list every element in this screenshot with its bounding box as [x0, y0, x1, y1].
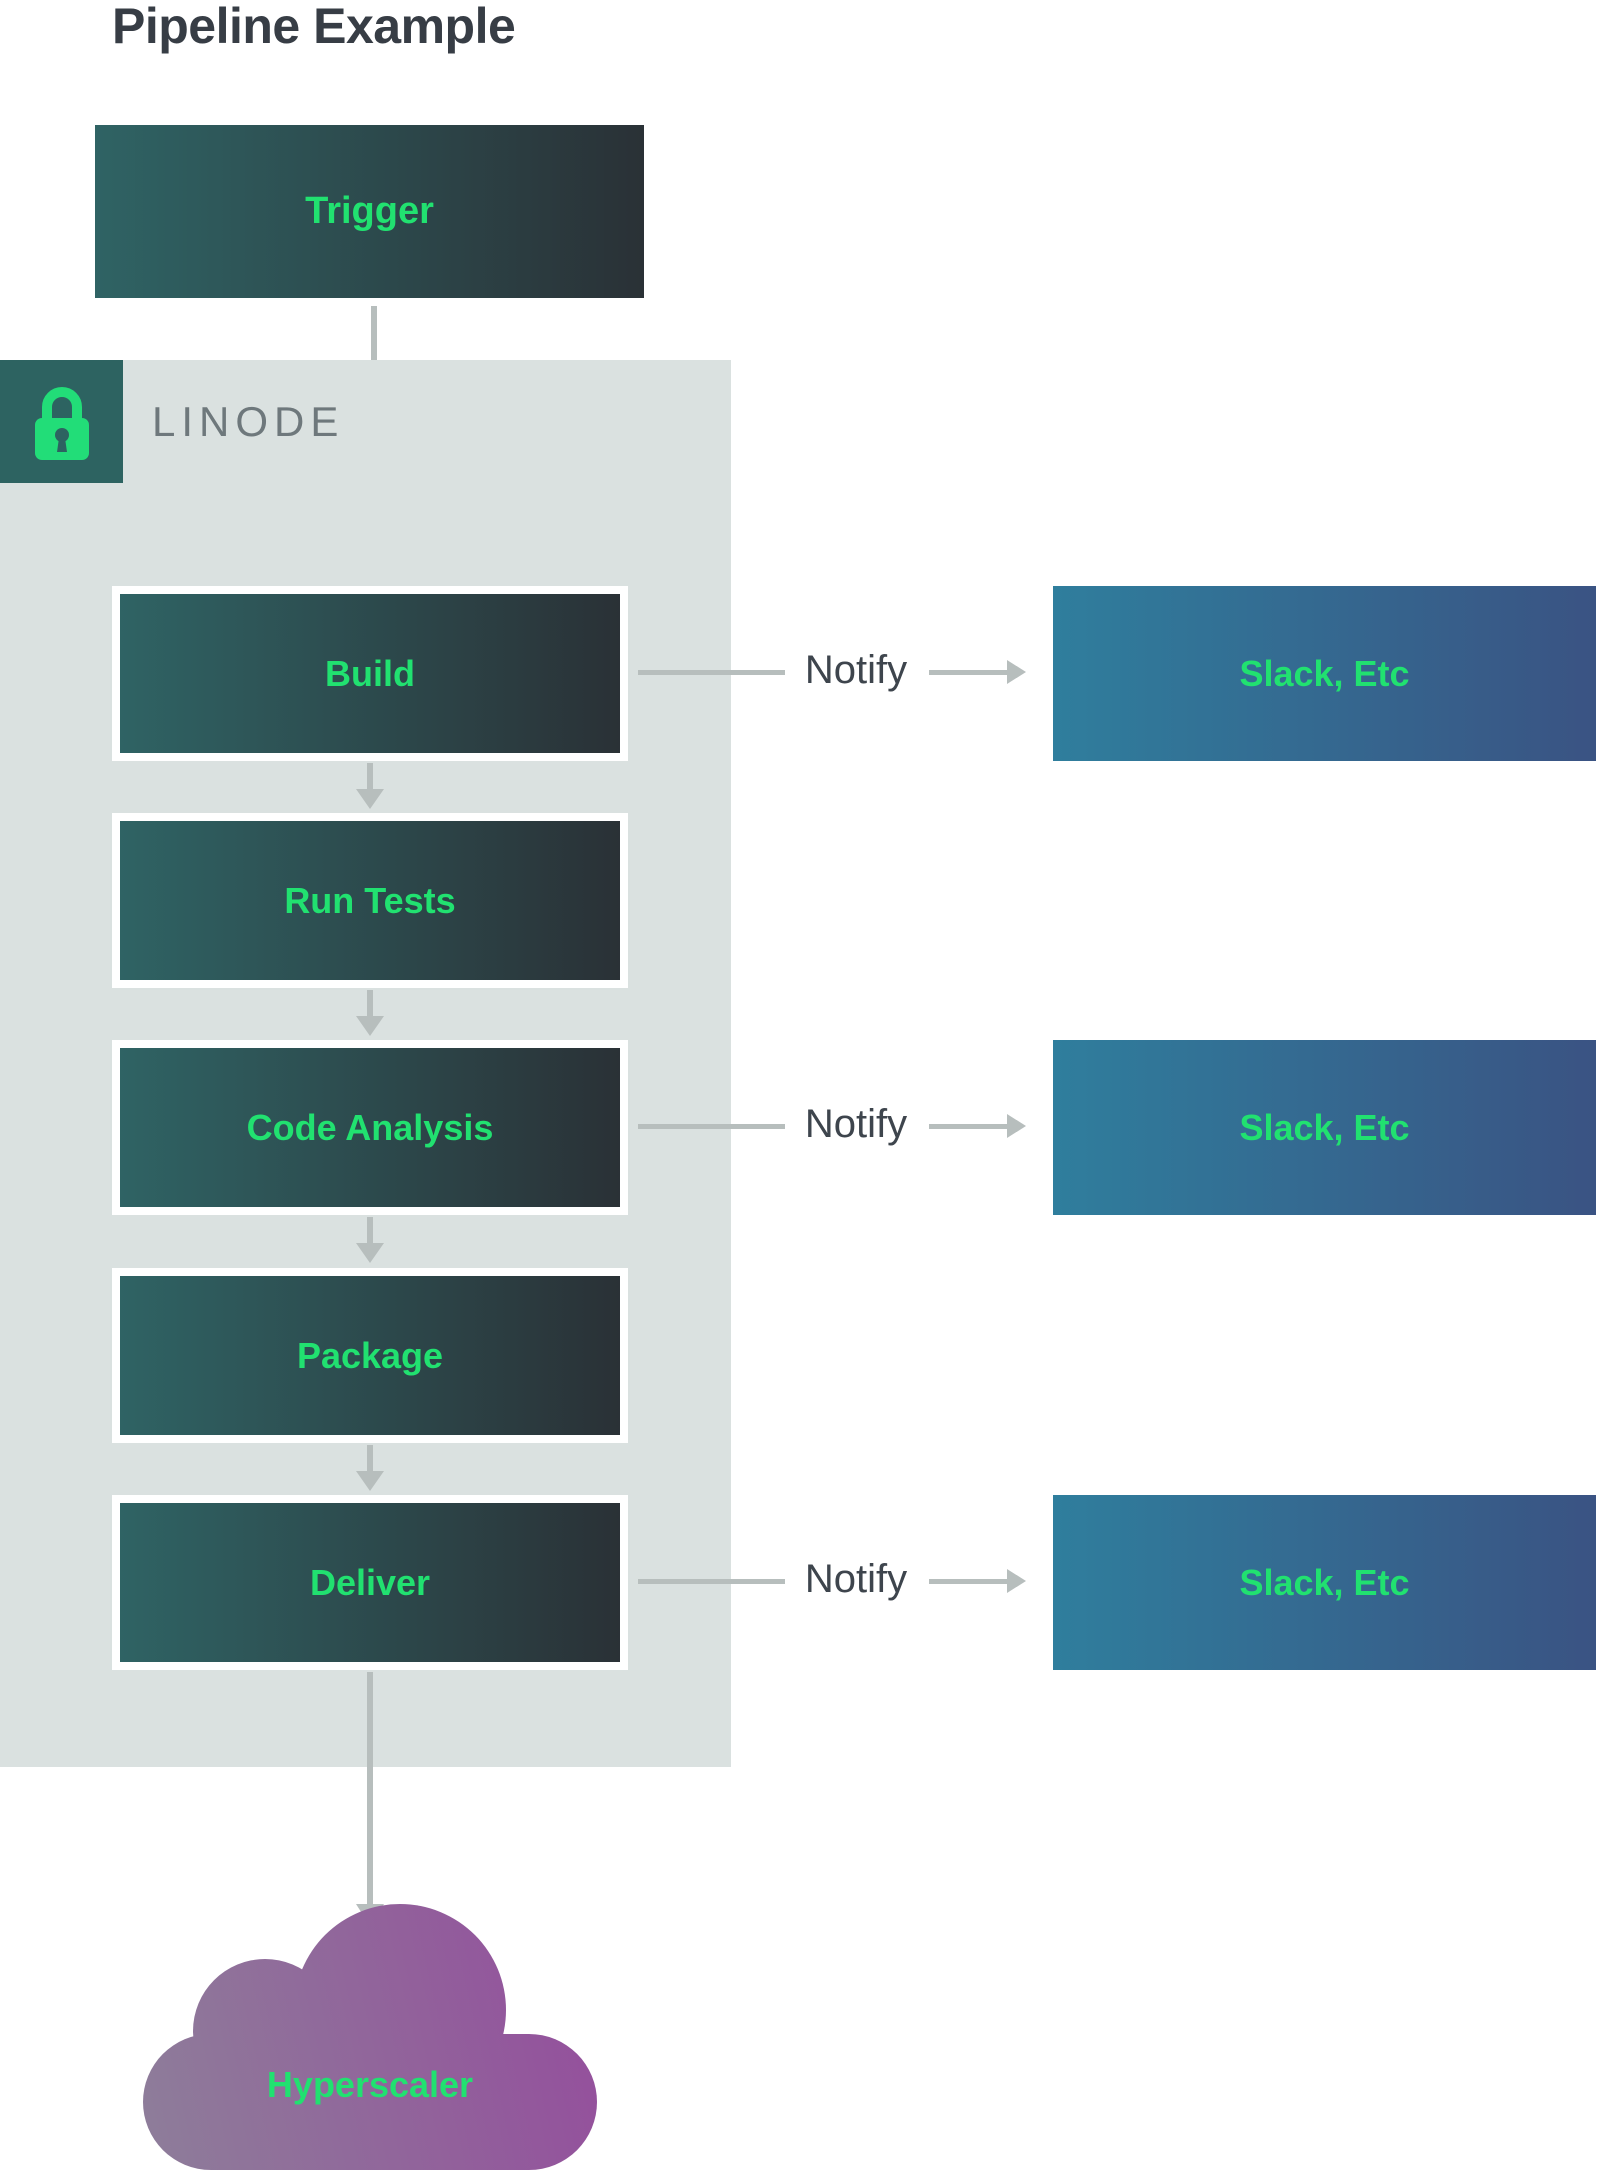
- lock-icon: [34, 386, 89, 460]
- notify-label-deliver: Notify: [804, 1557, 908, 1601]
- stage-box-build-inner: Build: [120, 594, 620, 753]
- notification-target-label: Slack, Etc: [1239, 1106, 1410, 1148]
- notify-line-code-analysis: [638, 1124, 785, 1129]
- linode-panel-label: LINODE: [152, 398, 345, 445]
- arrowhead-down-icon: [356, 789, 384, 809]
- stage-box-code-analysis-inner: Code Analysis: [120, 1048, 620, 1207]
- stage-label: Run Tests: [284, 879, 456, 921]
- lock-badge: [0, 360, 123, 483]
- notify-label-build: Notify: [804, 648, 908, 692]
- stage-box-code-analysis: Code Analysis: [112, 1040, 628, 1215]
- notification-target-box-build: Slack, Etc: [1053, 586, 1596, 761]
- cloud-label: Hyperscaler: [266, 2064, 474, 2105]
- arrowhead-right-icon: [1007, 1114, 1026, 1138]
- arrowhead-down-icon: [356, 1243, 384, 1263]
- stage-box-run-tests-inner: Run Tests: [120, 821, 620, 980]
- arrow-deliver-to-cloud: [367, 1672, 373, 1906]
- notify-arrow-code-analysis: [929, 1124, 1007, 1129]
- stage-box-package-inner: Package: [120, 1276, 620, 1435]
- notify-arrow-build: [929, 670, 1007, 675]
- arrowhead-down-icon: [356, 1016, 384, 1036]
- stage-box-run-tests: Run Tests: [112, 813, 628, 988]
- trigger-label: Trigger: [305, 190, 434, 232]
- stage-box-deliver: Deliver: [112, 1495, 628, 1670]
- stage-label: Deliver: [309, 1561, 431, 1603]
- cloud-icon: [143, 1904, 597, 2170]
- arrow-runtests-to-codeanalysis: [367, 990, 373, 1020]
- notify-line-deliver: [638, 1579, 785, 1584]
- notification-target-box-code-analysis: Slack, Etc: [1053, 1040, 1596, 1215]
- page-title: Pipeline Example: [112, 0, 516, 54]
- stage-box-deliver-inner: Deliver: [120, 1503, 620, 1662]
- arrowhead-right-icon: [1007, 1569, 1026, 1593]
- notification-target-label: Slack, Etc: [1239, 1561, 1410, 1603]
- stage-box-build: Build: [112, 586, 628, 761]
- notify-line-build: [638, 670, 785, 675]
- stage-label: Package: [296, 1334, 444, 1376]
- trigger-box: Trigger: [95, 125, 644, 298]
- arrow-codeanalysis-to-package: [367, 1217, 373, 1247]
- stage-label: Code Analysis: [246, 1106, 494, 1148]
- arrow-package-to-deliver: [367, 1445, 373, 1475]
- notification-target-label: Slack, Etc: [1239, 652, 1410, 694]
- arrowhead-right-icon: [1007, 660, 1026, 684]
- stage-label: Build: [325, 652, 415, 694]
- arrowhead-down-icon: [356, 1471, 384, 1491]
- notification-target-box-deliver: Slack, Etc: [1053, 1495, 1596, 1670]
- notify-label-code-analysis: Notify: [804, 1102, 908, 1146]
- arrow-build-to-runtests: [367, 763, 373, 793]
- notify-arrow-deliver: [929, 1579, 1007, 1584]
- stage-box-package: Package: [112, 1268, 628, 1443]
